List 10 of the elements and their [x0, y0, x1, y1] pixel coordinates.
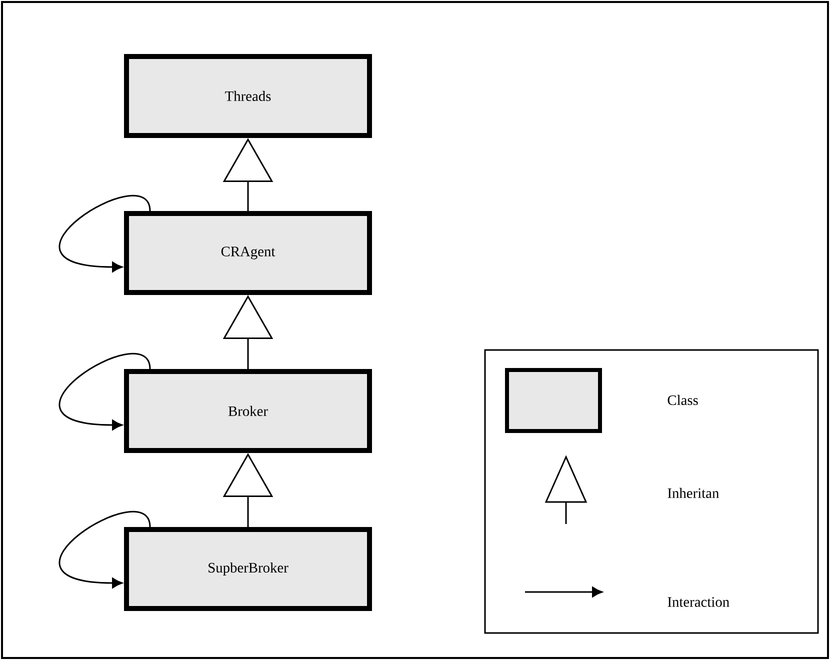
class-box: Threads [124, 54, 372, 138]
legend-label: Class [668, 394, 698, 406]
class-box: SupberBroker [124, 527, 372, 611]
self-loop-arrow [59, 195, 151, 272]
self-loop-arrow [59, 511, 151, 588]
class-box: CRAgent [124, 211, 372, 295]
legend-label: Inheritan [668, 488, 719, 498]
class-box: Broker [124, 369, 372, 453]
legend-label: Interaction [668, 597, 730, 607]
self-loop-arrow [59, 353, 151, 430]
